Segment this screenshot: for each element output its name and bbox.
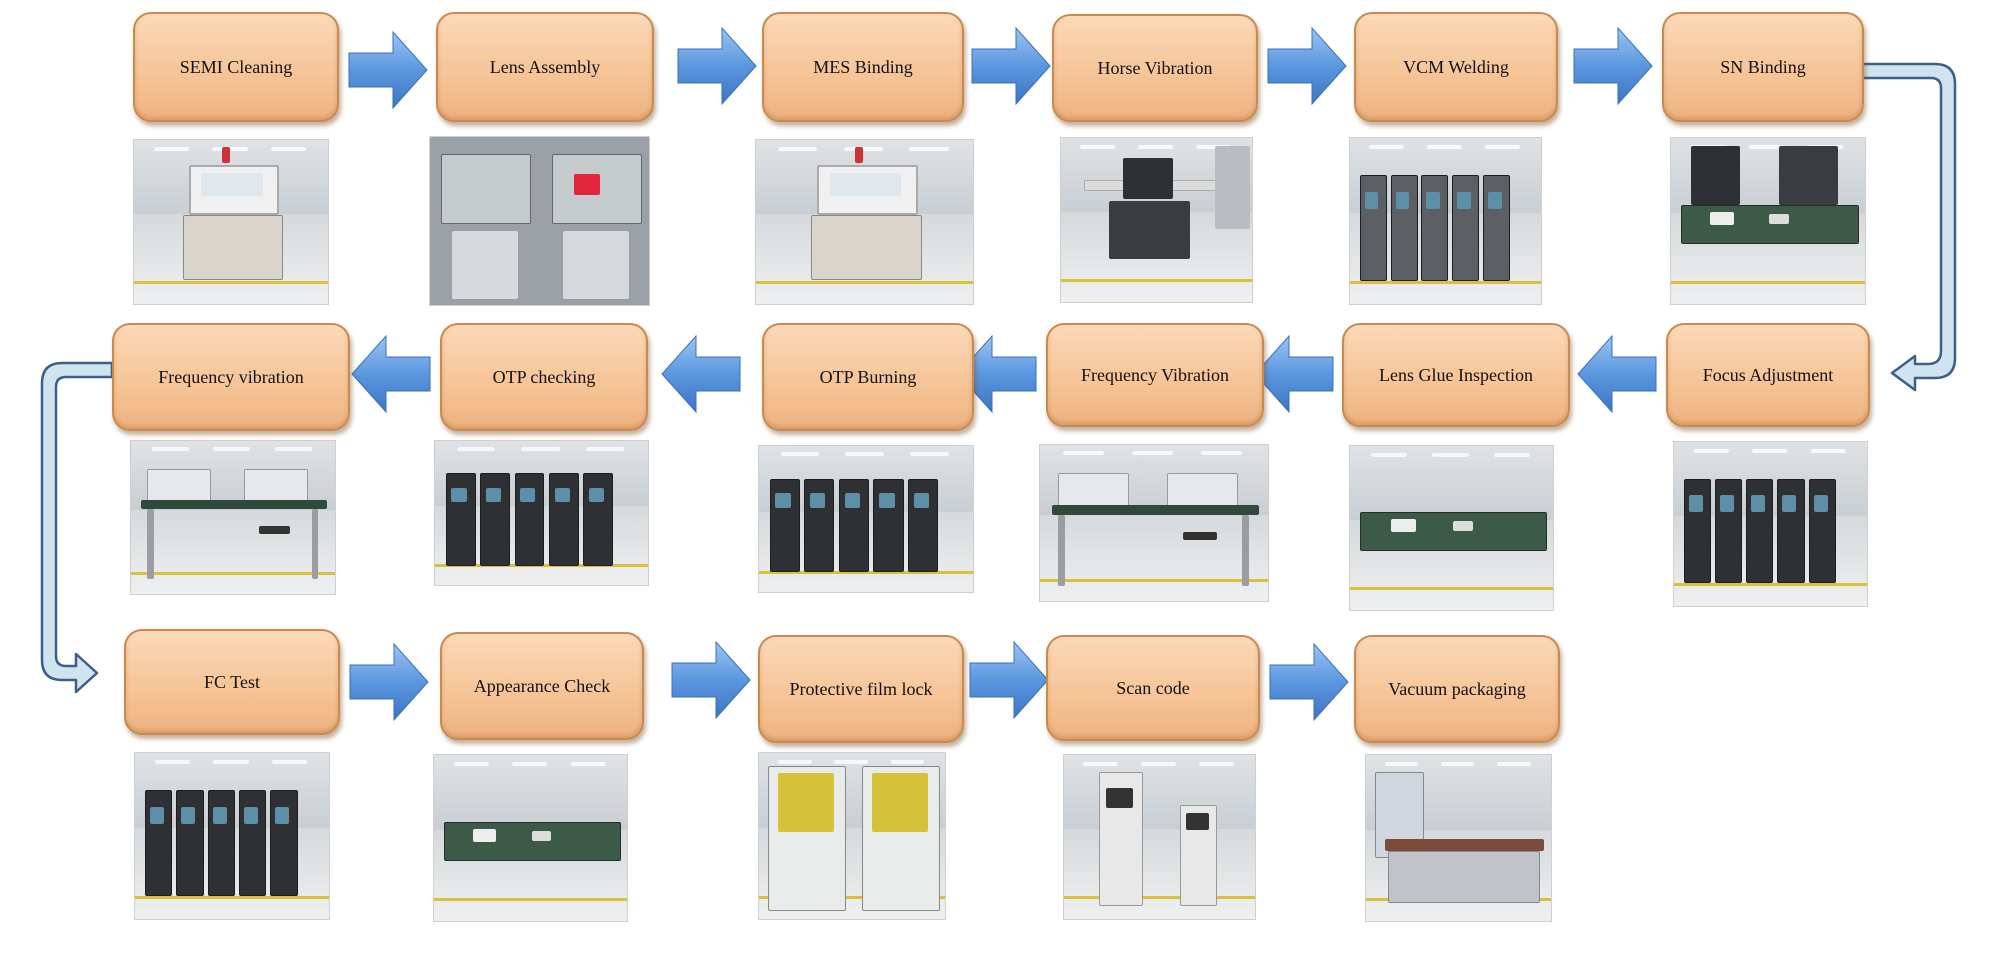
photo-vcm-welding <box>1349 137 1542 305</box>
step-frequency-vibration-2: Frequency vibration <box>112 323 350 431</box>
step-appearance-check: Appearance Check <box>440 632 644 740</box>
step-mes-binding: MES Binding <box>762 12 964 122</box>
row2-to-row3-connector <box>40 361 114 694</box>
photo-focus-adjustment <box>1673 441 1868 607</box>
step-sn-binding: SN Binding <box>1662 12 1864 122</box>
left-arrow-9 <box>661 334 741 414</box>
right-arrow-12 <box>671 640 751 720</box>
step-lens-assembly: Lens Assembly <box>436 12 654 122</box>
right-arrow-5 <box>1573 26 1653 106</box>
photo-frequency-vibration-2 <box>130 440 336 595</box>
photo-scan-code <box>1063 754 1256 920</box>
step-vacuum-packaging: Vacuum packaging <box>1354 635 1560 743</box>
step-semi-cleaning: SEMI Cleaning <box>133 12 339 122</box>
arrow-layer <box>348 26 1657 722</box>
photo-sn-binding <box>1670 137 1866 305</box>
step-protective-film-lock: Protective film lock <box>758 635 964 743</box>
photo-otp-burning <box>758 445 974 593</box>
step-frequency-vibration: Frequency Vibration <box>1046 323 1264 427</box>
right-arrow-13 <box>969 640 1049 720</box>
step-fc-test: FC Test <box>124 629 340 735</box>
step-scan-code: Scan code <box>1046 635 1260 741</box>
photo-vacuum-packaging <box>1365 754 1552 922</box>
left-arrow-10 <box>351 334 431 414</box>
step-lens-glue-inspection: Lens Glue Inspection <box>1342 323 1570 427</box>
step-focus-adjustment: Focus Adjustment <box>1666 323 1870 427</box>
photo-horse-vibration <box>1060 137 1253 303</box>
right-arrow-11 <box>349 642 429 722</box>
left-arrow-6 <box>1577 334 1657 414</box>
step-vcm-welding: VCM Welding <box>1354 12 1558 122</box>
photo-appearance-check <box>433 754 628 922</box>
photo-fc-test <box>134 752 330 920</box>
right-arrow-3 <box>971 26 1051 106</box>
right-arrow-1 <box>348 30 428 110</box>
photo-lens-glue-inspection <box>1349 445 1554 611</box>
photo-protective-film-lock <box>758 752 946 920</box>
row1-to-row2-connector <box>1860 62 1957 392</box>
photo-otp-checking <box>434 440 649 586</box>
photo-lens-assembly <box>429 136 650 306</box>
left-arrow-7 <box>1254 334 1334 414</box>
right-arrow-14 <box>1269 642 1349 722</box>
right-arrow-2 <box>677 26 757 106</box>
right-arrow-4 <box>1267 26 1347 106</box>
photo-frequency-vibration <box>1039 444 1269 602</box>
photo-semi-cleaning <box>133 139 329 305</box>
step-otp-checking: OTP checking <box>440 323 648 431</box>
step-otp-burning: OTP Burning <box>762 323 974 431</box>
connector-layer <box>40 62 1957 694</box>
left-arrow-8 <box>957 334 1037 414</box>
photo-mes-binding <box>755 139 974 305</box>
step-horse-vibration: Horse Vibration <box>1052 14 1258 122</box>
